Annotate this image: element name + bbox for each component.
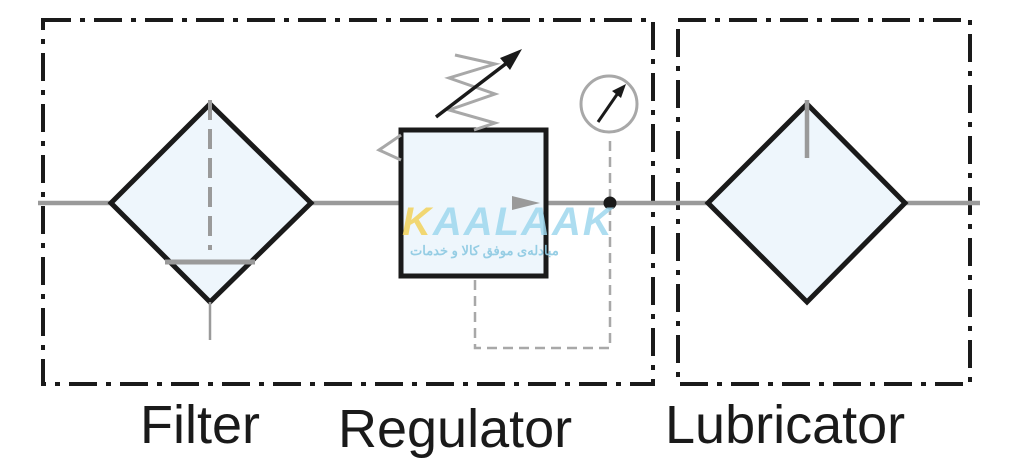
watermark-logo: KAALAAK [402, 200, 614, 244]
filter-label: Filter [140, 395, 260, 455]
lubricator-diamond-icon [704, 100, 909, 306]
watermark-tagline: مبادله‌ی موفق کالا و خدمات [410, 243, 559, 258]
lubricator-label: Lubricator [665, 395, 906, 455]
filter-diamond-icon [107, 100, 315, 340]
regulator-label: Regulator [338, 399, 573, 459]
pressure-gauge-icon [579, 74, 639, 210]
pressure-regulator-icon [375, 49, 612, 350]
